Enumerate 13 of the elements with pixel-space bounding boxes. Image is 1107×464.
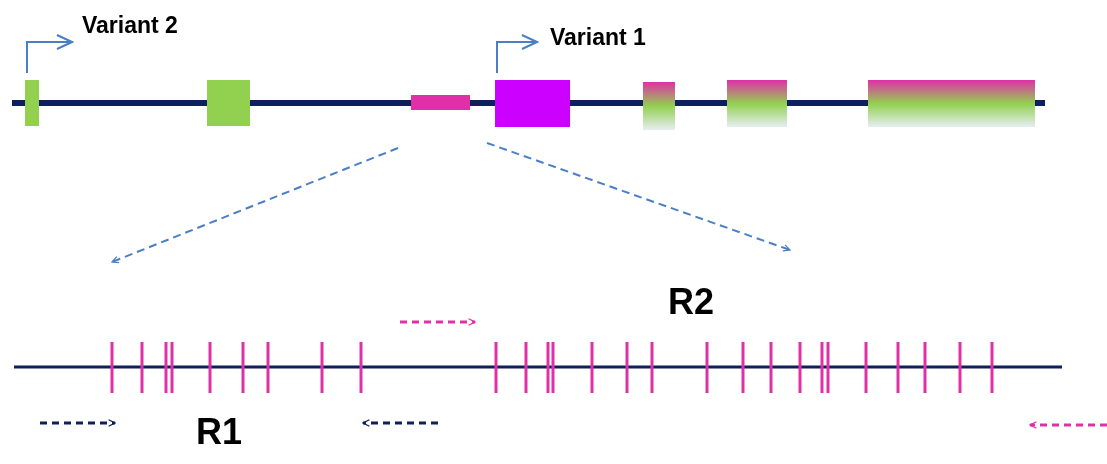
- region-label: R2: [668, 284, 715, 320]
- variant-label: Variant 2: [82, 14, 178, 37]
- exon-box: [643, 82, 675, 130]
- exon-box: [495, 80, 570, 127]
- region-bar: [411, 95, 470, 110]
- zoom-arrow: [486, 142, 791, 252]
- zoom-arrow: [111, 147, 399, 264]
- exon-box: [727, 80, 787, 127]
- region-label: R1: [196, 414, 243, 450]
- exon-box: [207, 80, 250, 126]
- exon-box: [868, 80, 1035, 127]
- variant-label: Variant 1: [550, 26, 646, 49]
- exon-box: [25, 80, 39, 126]
